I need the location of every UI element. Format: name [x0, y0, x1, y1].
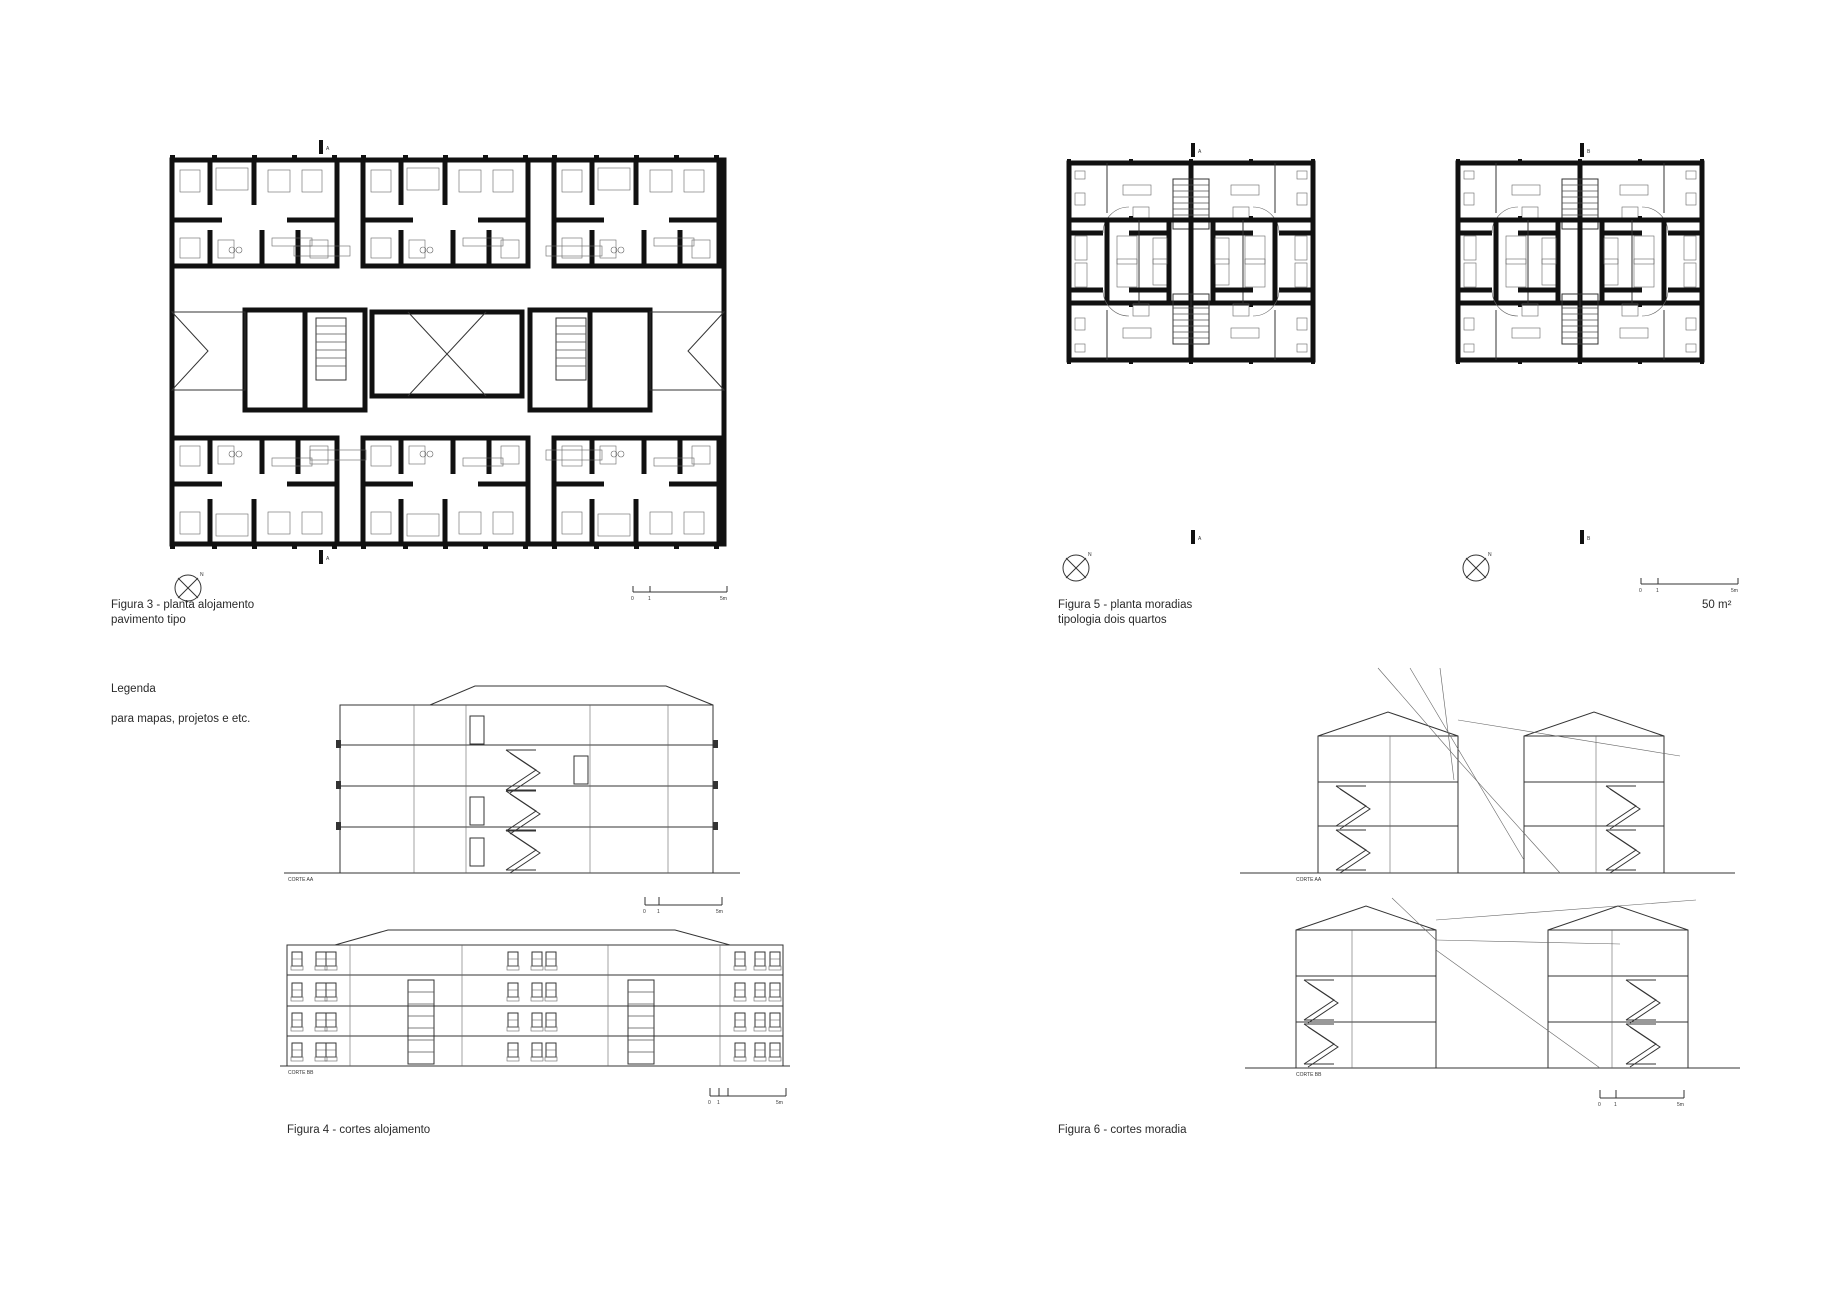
- svg-text:0: 0: [708, 1100, 711, 1106]
- legend-title: Legenda: [111, 683, 156, 695]
- dorm-block: [170, 438, 337, 549]
- housing-plan-b-lower: [1456, 216, 1704, 364]
- section-marker-b: B: [1587, 149, 1591, 155]
- dorm-block: [552, 155, 719, 266]
- figure-3-caption-line1: Figura 3 - planta alojamento: [111, 599, 255, 611]
- svg-text:5m: 5m: [1677, 1102, 1684, 1108]
- svg-text:5m: 5m: [716, 909, 723, 915]
- svg-text:N: N: [200, 572, 204, 578]
- north-arrow-icon: N: [1462, 552, 1492, 582]
- svg-text:1: 1: [717, 1100, 720, 1106]
- figure-5-caption-line1: Figura 5 - planta moradias: [1058, 599, 1193, 611]
- svg-text:1: 1: [1656, 588, 1659, 594]
- housing-plan-a-lower: [1067, 216, 1315, 364]
- section-bb-dorm: CORTE BB: [280, 929, 790, 1076]
- svg-text:0: 0: [643, 909, 646, 915]
- scale-bar: 0 1 5m: [643, 897, 723, 915]
- dorm-block: [361, 155, 528, 266]
- section-marker-a: A: [326, 556, 330, 562]
- section-marker-a: A: [1198, 536, 1202, 542]
- dorm-block: [552, 438, 719, 549]
- svg-text:N: N: [1088, 552, 1092, 558]
- svg-text:0: 0: [631, 596, 634, 602]
- section-marker-b: B: [1587, 536, 1591, 542]
- north-arrow-icon: N: [174, 572, 204, 602]
- svg-text:0: 0: [1598, 1102, 1601, 1108]
- figure-3-caption-line2: pavimento tipo: [111, 614, 186, 626]
- dorm-block: [170, 155, 337, 266]
- scale-bar: 0 1 5m: [1639, 578, 1739, 594]
- figure-5-caption: Figura 5 - planta moradias tipologia doi…: [1058, 598, 1192, 628]
- svg-text:CORTE BB: CORTE BB: [1296, 1072, 1322, 1078]
- section-aa-housing: CORTE AA: [1240, 667, 1735, 883]
- section-aa-dorm: CORTE AA: [284, 685, 740, 883]
- figure-5-housing-plans: A A B B N N 0 1 5m: [1062, 143, 1739, 594]
- figure-6-caption: Figura 6 - cortes moradia: [1058, 1124, 1187, 1136]
- scale-bar: 0 1 5m: [708, 1088, 787, 1106]
- figure-4-caption: Figura 4 - cortes alojamento: [287, 1124, 431, 1136]
- section-marker-a: A: [1198, 149, 1202, 155]
- legend-text: para mapas, projetos e etc.: [111, 713, 251, 725]
- north-arrow-icon: N: [1062, 552, 1092, 582]
- svg-text:1: 1: [1614, 1102, 1617, 1108]
- svg-text:5m: 5m: [1731, 588, 1738, 594]
- dorm-block: [361, 438, 528, 549]
- scale-bar: 0 1 5m: [1598, 1090, 1685, 1108]
- figure-3-dorm-floor-plan: A A N 0 1 5m: [170, 140, 728, 602]
- figure-3-caption: Figura 3 - planta alojamento pavimento t…: [111, 598, 254, 628]
- svg-text:1: 1: [657, 909, 660, 915]
- svg-text:CORTE BB: CORTE BB: [288, 1070, 314, 1076]
- svg-text:5m: 5m: [720, 596, 727, 602]
- svg-text:1: 1: [648, 596, 651, 602]
- figure-6-housing-sections: CORTE AA CORTE BB: [1240, 667, 1740, 1108]
- section-bb-housing: CORTE BB: [1245, 897, 1740, 1078]
- svg-text:N: N: [1488, 552, 1492, 558]
- figure-5-caption-line2: tipologia dois quartos: [1058, 614, 1167, 626]
- svg-text:5m: 5m: [776, 1100, 783, 1106]
- scale-bar: 0 1 5m: [631, 586, 728, 602]
- svg-text:0: 0: [1639, 588, 1642, 594]
- area-label: 50 m²: [1702, 599, 1732, 611]
- section-marker-a: A: [326, 146, 330, 152]
- figure-4-dorm-sections: CORTE AA 0 1 5m: [280, 685, 790, 1106]
- svg-text:CORTE AA: CORTE AA: [1296, 877, 1322, 883]
- svg-text:CORTE AA: CORTE AA: [288, 877, 314, 883]
